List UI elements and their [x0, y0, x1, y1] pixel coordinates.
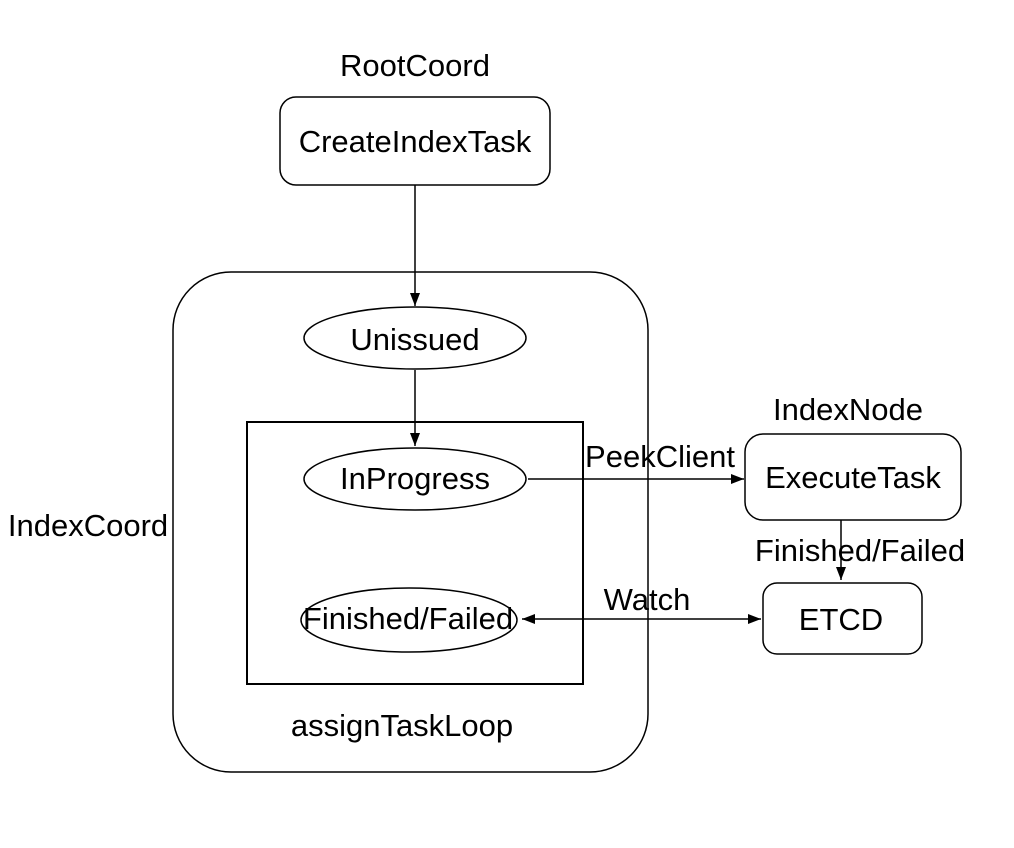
execute-task-label: ExecuteTask: [765, 460, 941, 495]
index-coord-shape: [172, 271, 649, 773]
etcd-label: ETCD: [799, 602, 883, 637]
node-etcd: ETCD: [762, 582, 923, 655]
node-create-index-task: CreateIndexTask: [279, 96, 551, 186]
index-coord-container: IndexCoord: [8, 271, 649, 773]
index-node-label: IndexNode: [773, 392, 923, 427]
unissued-label: Unissued: [350, 322, 479, 357]
peek-client-edge-label: PeekClient: [585, 439, 735, 474]
in-progress-shape: [303, 447, 527, 511]
finished-failed-edge-label: Finished/Failed: [755, 533, 965, 568]
etcd-shape: [762, 582, 923, 655]
node-unissued: Unissued: [303, 306, 527, 370]
finished-failed-label: Finished/Failed: [303, 601, 513, 636]
create-index-task-label: CreateIndexTask: [299, 124, 532, 159]
node-in-progress: InProgress: [303, 447, 527, 511]
finished-failed-shape: [300, 587, 518, 653]
node-finished-failed: Finished/Failed: [300, 587, 518, 653]
index-coord-label: IndexCoord: [8, 508, 168, 543]
watch-edge-label: Watch: [604, 582, 691, 617]
in-progress-label: InProgress: [340, 461, 490, 496]
execute-task-shape: [744, 433, 962, 521]
create-index-task-shape: [279, 96, 551, 186]
assign-task-loop-label: assignTaskLoop: [291, 708, 513, 743]
unissued-shape: [303, 306, 527, 370]
node-execute-task: ExecuteTask: [744, 433, 962, 521]
root-coord-label: RootCoord: [340, 48, 490, 83]
